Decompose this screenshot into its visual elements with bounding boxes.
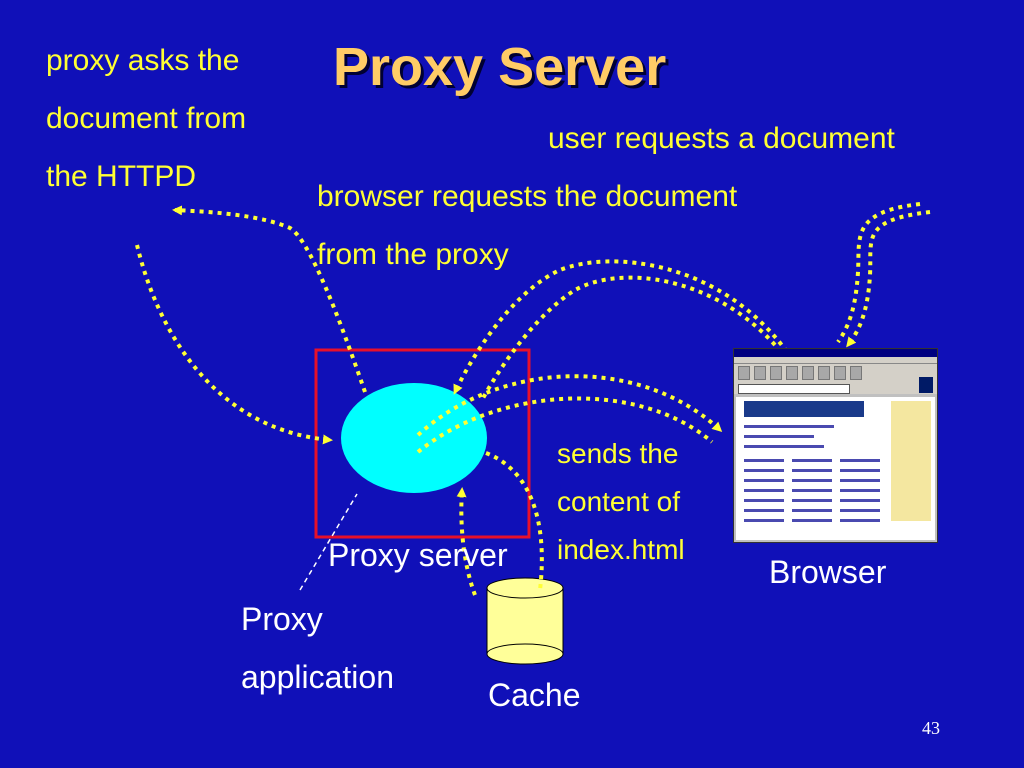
proxy-application-pointer (299, 493, 358, 591)
note-sends-content-line-3: index.html (557, 534, 685, 565)
proxy-server-box (314, 348, 531, 539)
arrow-proxy-to-httpd (172, 205, 367, 393)
note-user-requests: user requests a document (548, 122, 895, 155)
page-number: 43 (922, 718, 940, 738)
note-browser-requests-line-2: from the proxy (317, 238, 509, 271)
arrow-cache-to-proxy (456, 487, 477, 596)
browser-window-illustration (733, 348, 938, 543)
cache-cylinder (486, 577, 564, 665)
note-proxy-asks-line-3: the HTTPD (46, 160, 197, 193)
label-proxy-application-line-2: application (241, 659, 394, 695)
note-sends-content-line-1: sends the (557, 438, 679, 469)
arrow-httpd-to-proxy (135, 244, 333, 445)
label-proxy-application: Proxy application (241, 590, 394, 706)
arrow-proxy-to-browser-2 (416, 396, 714, 454)
note-proxy-asks: proxy asks the document from the HTTPD (46, 32, 246, 206)
note-sends-content-line-2: content of (557, 486, 680, 517)
label-proxy-application-line-1: Proxy (241, 601, 323, 637)
label-browser: Browser (769, 554, 887, 590)
arrow-user-to-browser-2 (836, 202, 921, 344)
note-proxy-asks-line-1: proxy asks the (46, 44, 240, 77)
slide-title: Proxy Server (333, 37, 667, 97)
arrow-browser-to-proxy-2 (480, 275, 777, 401)
arrow-user-to-browser (846, 210, 931, 348)
note-proxy-asks-line-2: document from (46, 102, 247, 135)
note-sends-content: sends the content of index.html (557, 430, 685, 574)
label-cache: Cache (488, 677, 581, 713)
note-browser-requests: browser requests the document from the p… (317, 168, 737, 284)
note-browser-requests-line-1: browser requests the document (317, 180, 738, 213)
label-proxy-server: Proxy server (328, 537, 508, 573)
proxy-application-ellipse (341, 383, 487, 493)
netscape-logo-icon (919, 377, 933, 393)
